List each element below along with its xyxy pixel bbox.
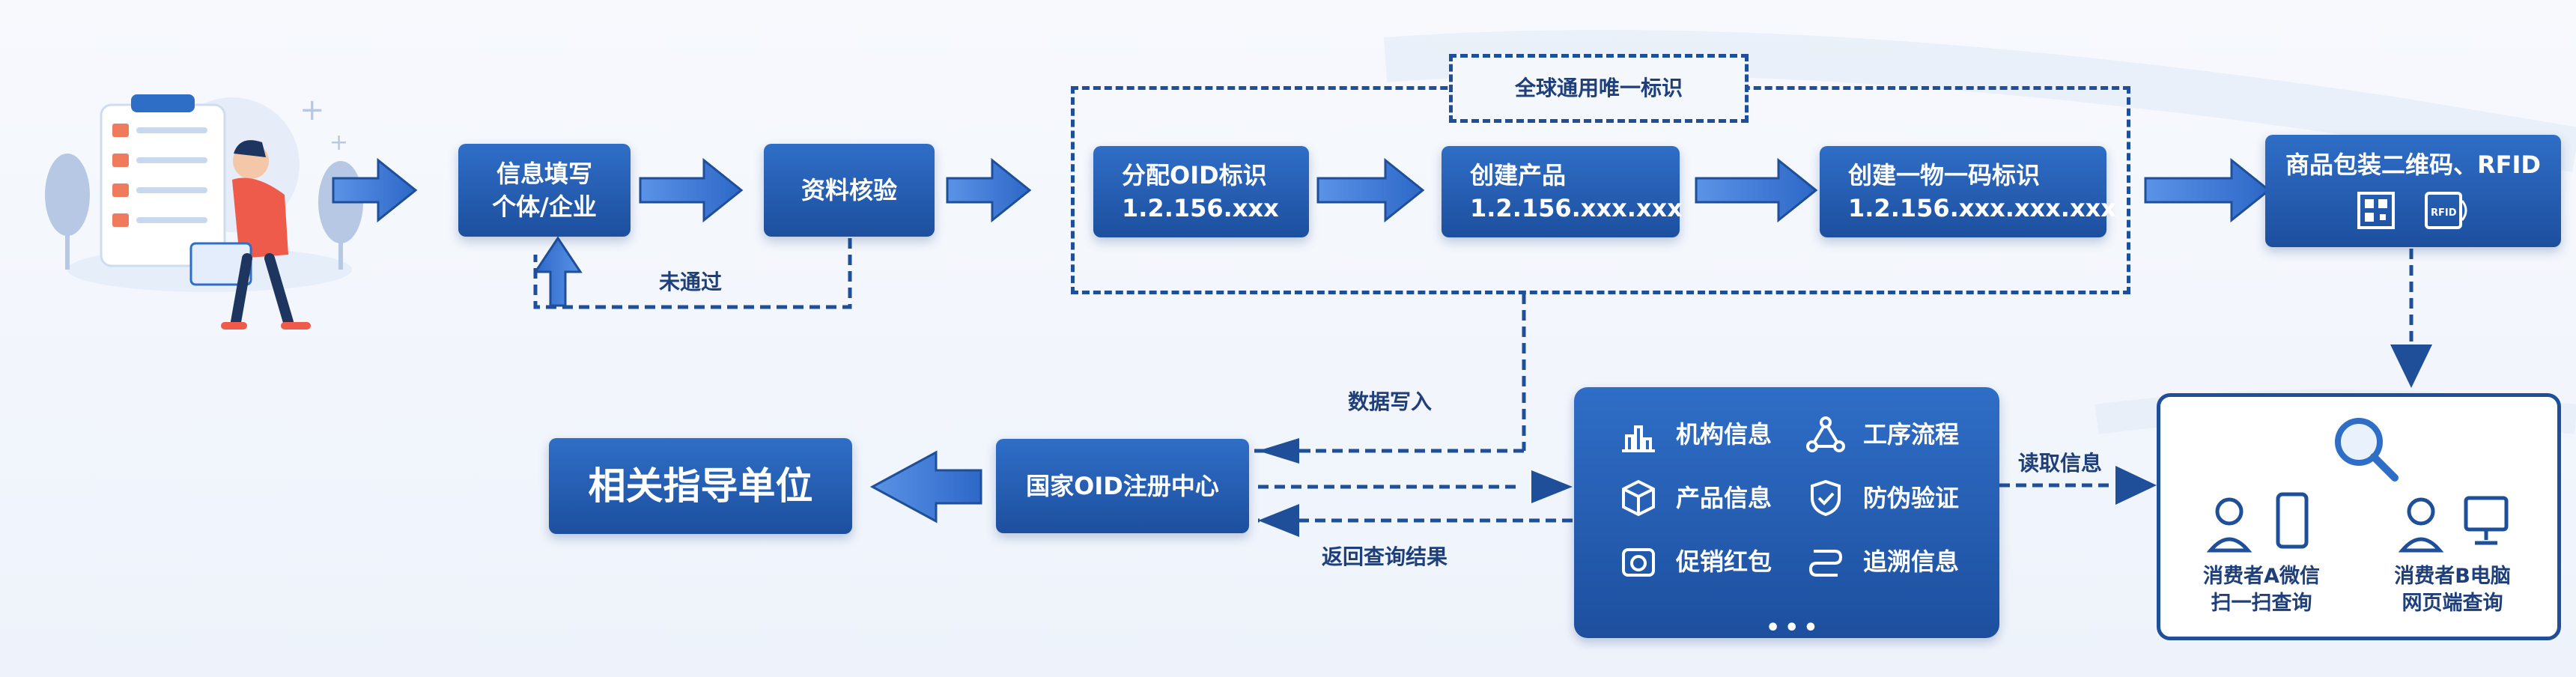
- fill-info-line1: 信息填写: [496, 160, 592, 188]
- box-icon: [1622, 479, 1655, 517]
- create-code-line2: 1.2.156.xxx.xxx.xxx: [1848, 194, 2116, 222]
- consumer-b-text: 消费者B电脑 网页端查询: [2381, 563, 2524, 617]
- consumer-a-icon: [2207, 492, 2309, 553]
- rfid-tag-icon: RFID: [2424, 192, 2467, 229]
- rfid-text: RFID: [2431, 207, 2457, 219]
- arrow-4: [1316, 157, 1425, 223]
- read-info-label: 读取信息: [2018, 451, 2103, 476]
- feature-panel: 机构信息 工序流程 产品信息 防伪验证 促销红包 追溯信息 •••: [1574, 387, 1999, 641]
- consumer-a-text: 消费者A微信 扫一扫查询: [2190, 563, 2333, 617]
- consumer-a-line1: 消费者A微信: [2203, 565, 2320, 588]
- package-box: 商品包装二维码、RFID RFID: [2265, 135, 2561, 247]
- shield-check-icon: [1811, 479, 1841, 517]
- person-illustration: + +: [45, 93, 363, 330]
- more-dots: •••: [1766, 615, 1823, 641]
- oid-center-box: 国家OID注册中心: [996, 439, 1249, 533]
- feature-product: 产品信息: [1617, 477, 1772, 519]
- consumer-b-line1: 消费者B电脑: [2394, 565, 2511, 588]
- feature-promotion: 促销红包: [1617, 541, 1772, 583]
- fill-info-box: 信息填写 个体/企业: [458, 144, 631, 237]
- guide-unit-box: 相关指导单位: [549, 438, 852, 534]
- consumer-panel: 消费者A微信 扫一扫查询 消费者B电脑 网页端查询: [2157, 393, 2561, 640]
- feature-trace: 追溯信息: [1805, 541, 1959, 583]
- feature-promotion-label: 促销红包: [1676, 547, 1772, 576]
- create-product-box: 创建产品 1.2.156.xxx.xxx: [1442, 146, 1683, 237]
- create-product-line1: 创建产品: [1470, 161, 1567, 189]
- arrow-2: [639, 157, 744, 223]
- svg-text:+: +: [300, 93, 325, 127]
- feature-anticounterfeit: 防伪验证: [1805, 477, 1959, 519]
- svg-text:+: +: [329, 130, 348, 156]
- camera-icon: [1622, 548, 1655, 577]
- consumer-a-line2: 扫一扫查询: [2211, 592, 2312, 615]
- feature-anticounterfeit-label: 防伪验证: [1863, 484, 1960, 512]
- create-code-line1: 创建一物一码标识: [1848, 161, 2041, 189]
- arrow-1: [332, 157, 418, 223]
- guide-unit-label: 相关指导单位: [588, 464, 813, 508]
- assign-oid-line1: 分配OID标识: [1122, 161, 1267, 189]
- feature-process-label: 工序流程: [1863, 420, 1960, 449]
- feature-product-label: 产品信息: [1676, 484, 1772, 512]
- oid-center-label: 国家OID注册中心: [1026, 472, 1219, 500]
- arrow-7: [869, 450, 982, 523]
- query-result-label: 返回查询结果: [1322, 544, 1448, 569]
- bar-chart-icon: [1622, 425, 1655, 452]
- magnifier-icon: [2335, 418, 2399, 482]
- trace-icon: [1808, 550, 1843, 577]
- network-icon: [1806, 416, 1845, 452]
- consumer-b-line2: 网页端查询: [2402, 592, 2503, 615]
- review-label: 资料核验: [801, 176, 897, 204]
- arrow-5: [1695, 157, 1818, 223]
- package-label: 商品包装二维码、RFID: [2285, 151, 2541, 179]
- feature-org: 机构信息: [1617, 413, 1772, 455]
- feature-process: 工序流程: [1805, 413, 1959, 455]
- assign-oid-line2: 1.2.156.xxx: [1122, 194, 1279, 222]
- not-passed-label: 未通过: [659, 270, 723, 294]
- assign-oid-box: 分配OID标识 1.2.156.xxx: [1093, 146, 1309, 237]
- feature-org-label: 机构信息: [1676, 420, 1772, 449]
- qr-code-icon: [2357, 192, 2395, 229]
- review-box: 资料核验: [764, 144, 935, 237]
- fill-info-line2: 个体/企业: [492, 192, 597, 221]
- feature-trace-label: 追溯信息: [1863, 547, 1960, 576]
- consumer-b-icon: [2399, 496, 2509, 553]
- arrow-6: [2144, 157, 2271, 223]
- arrow-3: [946, 157, 1032, 223]
- write-data-label: 数据写入: [1348, 389, 1433, 414]
- global-id-frame: [1449, 54, 1749, 123]
- global-id-label: 全球通用唯一标识: [1514, 76, 1683, 100]
- arrow-8: [533, 236, 583, 307]
- create-code-box: 创建一物一码标识 1.2.156.xxx.xxx.xxx: [1820, 146, 2116, 237]
- create-product-line2: 1.2.156.xxx.xxx: [1470, 194, 1683, 222]
